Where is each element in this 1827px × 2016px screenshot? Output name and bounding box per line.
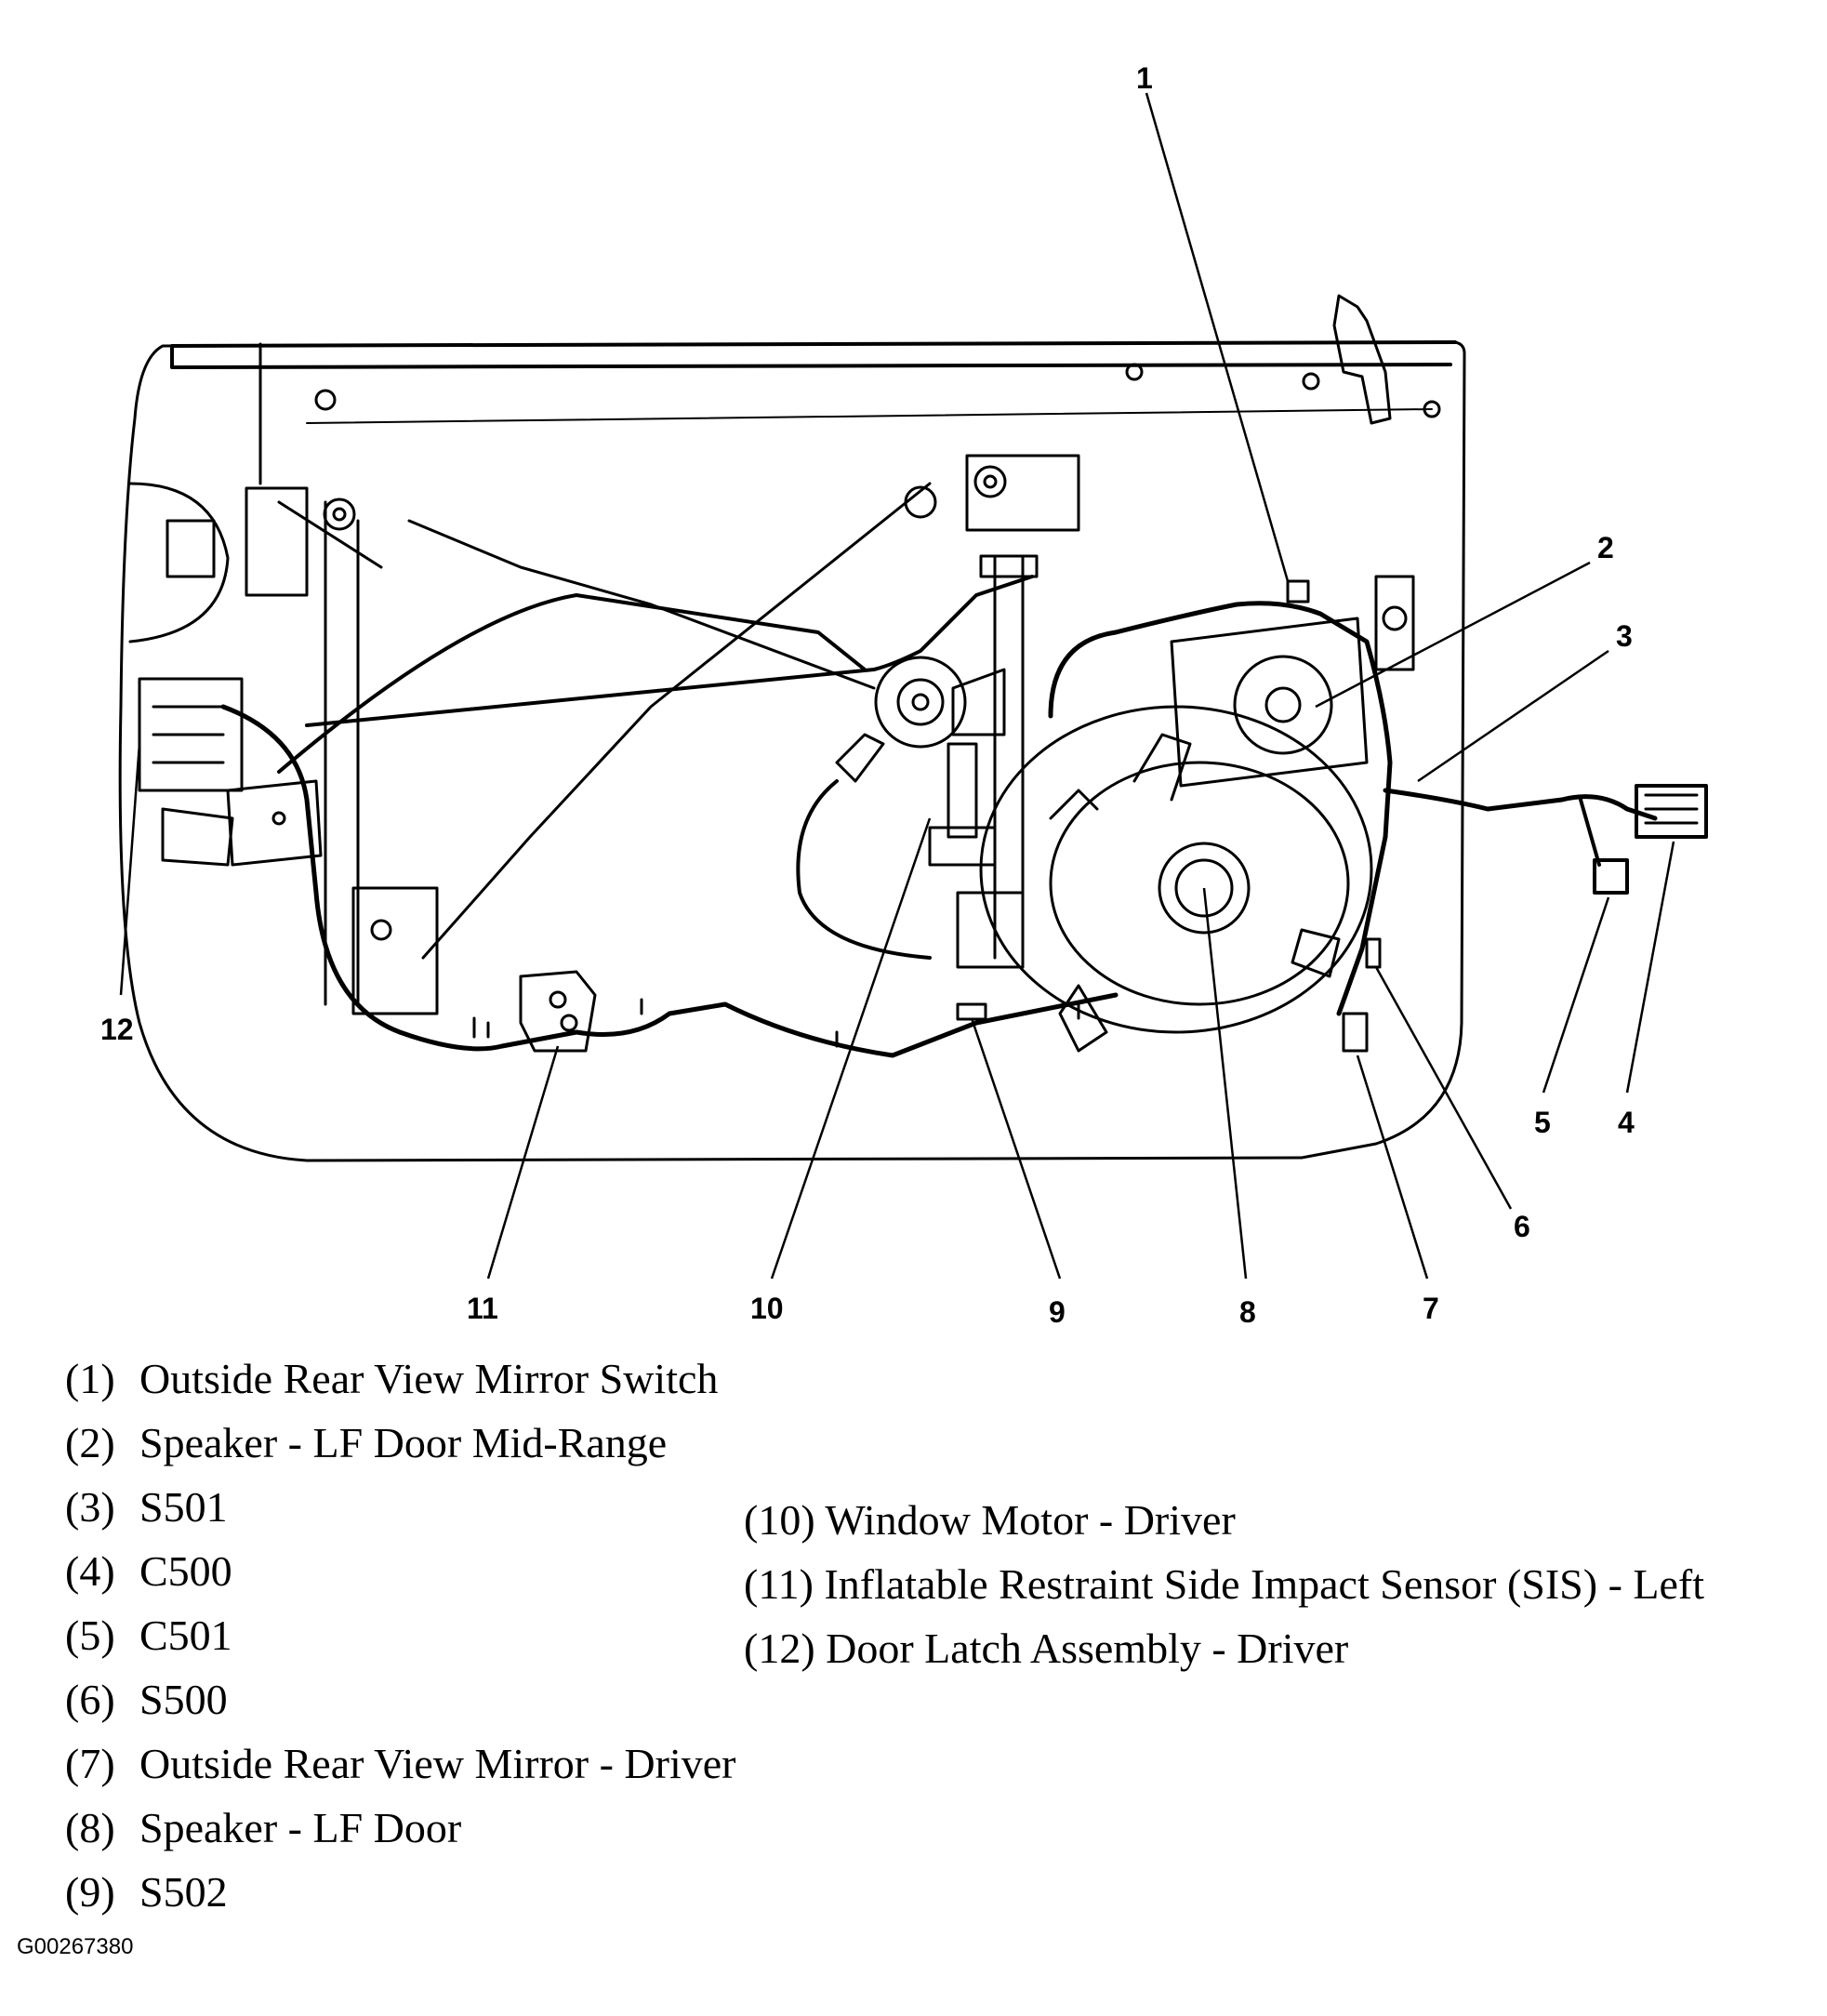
legend-label: C501 bbox=[139, 1611, 232, 1659]
rear-window-regulator bbox=[245, 342, 383, 1006]
legend-item-1: (1) Outside Rear View Mirror Switch bbox=[65, 1358, 718, 1400]
legend-label: Inflatable Restraint Side Impact Sensor … bbox=[824, 1560, 1705, 1608]
legend-item-5: (5) C501 bbox=[65, 1614, 232, 1657]
legend-num: (5) bbox=[65, 1611, 115, 1659]
legend-item-10: (10) Window Motor - Driver bbox=[744, 1499, 1236, 1542]
door-latch-assembly bbox=[138, 519, 323, 867]
door-speaker bbox=[979, 705, 1373, 1053]
legend-item-12: (12) Door Latch Assembly - Driver bbox=[744, 1627, 1348, 1670]
legend-label: S501 bbox=[139, 1483, 228, 1531]
legend-num: (4) bbox=[65, 1547, 115, 1595]
wire-harness-branch-b bbox=[277, 593, 867, 774]
callout-11: 11 bbox=[467, 1292, 498, 1325]
s502-splice bbox=[956, 1002, 987, 1021]
door-wiring-diagram: 1 2 3 4 5 6 7 8 9 10 11 12 bbox=[100, 61, 1708, 1329]
legend-num: (11) bbox=[744, 1560, 814, 1608]
front-window-regulator bbox=[956, 454, 1080, 969]
legend-label: S500 bbox=[139, 1676, 228, 1723]
legend-item-3: (3) S501 bbox=[65, 1486, 228, 1529]
legend-label: Speaker - LF Door bbox=[139, 1804, 462, 1851]
callout-6: 6 bbox=[1514, 1210, 1530, 1243]
c500-connector bbox=[1635, 784, 1708, 839]
mid-range-speaker bbox=[1170, 575, 1415, 788]
legend-item-7: (7) Outside Rear View Mirror - Driver bbox=[65, 1743, 735, 1785]
legend-num: (12) bbox=[744, 1625, 815, 1672]
legend-num: (1) bbox=[65, 1355, 115, 1402]
mirror-switch-connector bbox=[1286, 579, 1310, 603]
callout-7: 7 bbox=[1423, 1292, 1439, 1325]
legend-num: (6) bbox=[65, 1676, 115, 1723]
callout-5: 5 bbox=[1534, 1106, 1551, 1139]
legend-num: (10) bbox=[744, 1496, 815, 1544]
legend-num: (9) bbox=[65, 1868, 115, 1916]
wire-harness-main bbox=[220, 704, 1119, 1058]
wire-harness-connector bbox=[1383, 788, 1658, 821]
legend-label: Outside Rear View Mirror - Driver bbox=[139, 1740, 736, 1787]
mirror-connector bbox=[1342, 1012, 1369, 1053]
figure-id: G00267380 bbox=[17, 1934, 134, 1959]
wire-harness-speaker bbox=[1048, 601, 1393, 1016]
callout-9: 9 bbox=[1049, 1295, 1066, 1329]
legend-label: Door Latch Assembly - Driver bbox=[826, 1625, 1349, 1672]
callout-10: 10 bbox=[750, 1292, 784, 1325]
callout-3: 3 bbox=[1616, 619, 1633, 653]
callout-1: 1 bbox=[1136, 61, 1153, 95]
callout-8: 8 bbox=[1239, 1295, 1256, 1329]
wire-harness-branch-a bbox=[305, 575, 1034, 727]
legend-item-4: (4) C500 bbox=[65, 1550, 232, 1593]
side-impact-sensor bbox=[519, 970, 597, 1053]
legend-label: Window Motor - Driver bbox=[825, 1496, 1236, 1544]
wire-harness-motor bbox=[796, 779, 932, 960]
legend-item-6: (6) S500 bbox=[65, 1678, 228, 1721]
c501-connector bbox=[1593, 858, 1629, 895]
hinge-area bbox=[128, 482, 230, 643]
legend-label: Speaker - LF Door Mid-Range bbox=[139, 1419, 668, 1466]
legend-label: S502 bbox=[139, 1868, 228, 1916]
legend-num: (8) bbox=[65, 1804, 115, 1851]
legend-item-2: (2) Speaker - LF Door Mid-Range bbox=[65, 1422, 667, 1465]
legend-label: Outside Rear View Mirror Switch bbox=[139, 1355, 719, 1402]
legend-label: C500 bbox=[139, 1547, 232, 1595]
callout-4: 4 bbox=[1618, 1106, 1635, 1139]
legend-item-9: (9) S502 bbox=[65, 1871, 228, 1914]
legend-num: (7) bbox=[65, 1740, 115, 1787]
callout-2: 2 bbox=[1597, 531, 1614, 564]
legend-item-8: (8) Speaker - LF Door bbox=[65, 1807, 461, 1850]
wire-harness-branch-c bbox=[421, 482, 932, 960]
legend-num: (2) bbox=[65, 1419, 115, 1466]
legend-num: (3) bbox=[65, 1483, 115, 1531]
legend-item-11: (11) Inflatable Restraint Side Impact Se… bbox=[744, 1563, 1704, 1606]
door-panel-outline bbox=[118, 340, 1466, 1162]
callout-12: 12 bbox=[100, 1013, 134, 1046]
window-belt-rail bbox=[170, 340, 1457, 369]
s500-splice bbox=[1365, 937, 1382, 969]
window-motor bbox=[835, 656, 1006, 867]
wire-harness-branch-d bbox=[407, 519, 876, 690]
mirror-mount-bracket bbox=[1332, 294, 1392, 425]
